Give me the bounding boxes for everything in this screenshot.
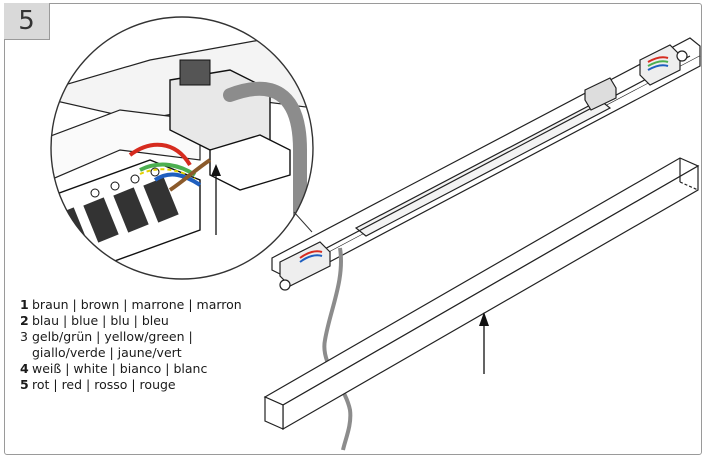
legend-number: 4 — [20, 361, 29, 376]
legend-row-3-continued: giallo/verde | jaune/vert — [20, 345, 242, 361]
legend-row-4: 4 weiß | white | bianco | blanc — [20, 361, 242, 377]
legend-number: 1 — [20, 297, 29, 312]
luminaire-body — [263, 157, 700, 431]
wire-color-legend: 1 braun | brown | marrone | marron 2 bla… — [20, 297, 242, 393]
figure-frame — [4, 3, 702, 455]
legend-text: braun | brown | marrone | marron — [32, 297, 242, 312]
legend-text-continued: giallo/verde | jaune/vert — [32, 345, 182, 360]
insert-arrow-head — [479, 312, 489, 326]
zoom-leader-line — [293, 211, 313, 233]
legend-row-1: 1 braun | brown | marrone | marron — [20, 297, 242, 313]
legend-number: 2 — [20, 313, 29, 328]
legend-row-2: 2 blau | blue | blu | bleu — [20, 313, 242, 329]
legend-row-3: 3 gelb/grün | yellow/green | — [20, 329, 242, 345]
step-number: 5 — [18, 6, 35, 36]
legend-row-5: 5 rot | red | rosso | rouge — [20, 377, 242, 393]
rail-wires — [299, 56, 669, 263]
mounting-rail — [271, 37, 701, 291]
step-number-badge: 5 — [4, 3, 50, 40]
legend-text: blau | blue | blu | bleu — [32, 313, 169, 328]
legend-number: 5 — [20, 377, 29, 392]
legend-text: gelb/grün | yellow/green | — [32, 329, 193, 344]
legend-text: rot | red | rosso | rouge — [32, 377, 176, 392]
supply-cable — [322, 247, 353, 451]
legend-text: weiß | white | bianco | blanc — [32, 361, 208, 376]
zoom-circle — [50, 16, 314, 280]
legend-number: 3 — [20, 329, 28, 344]
